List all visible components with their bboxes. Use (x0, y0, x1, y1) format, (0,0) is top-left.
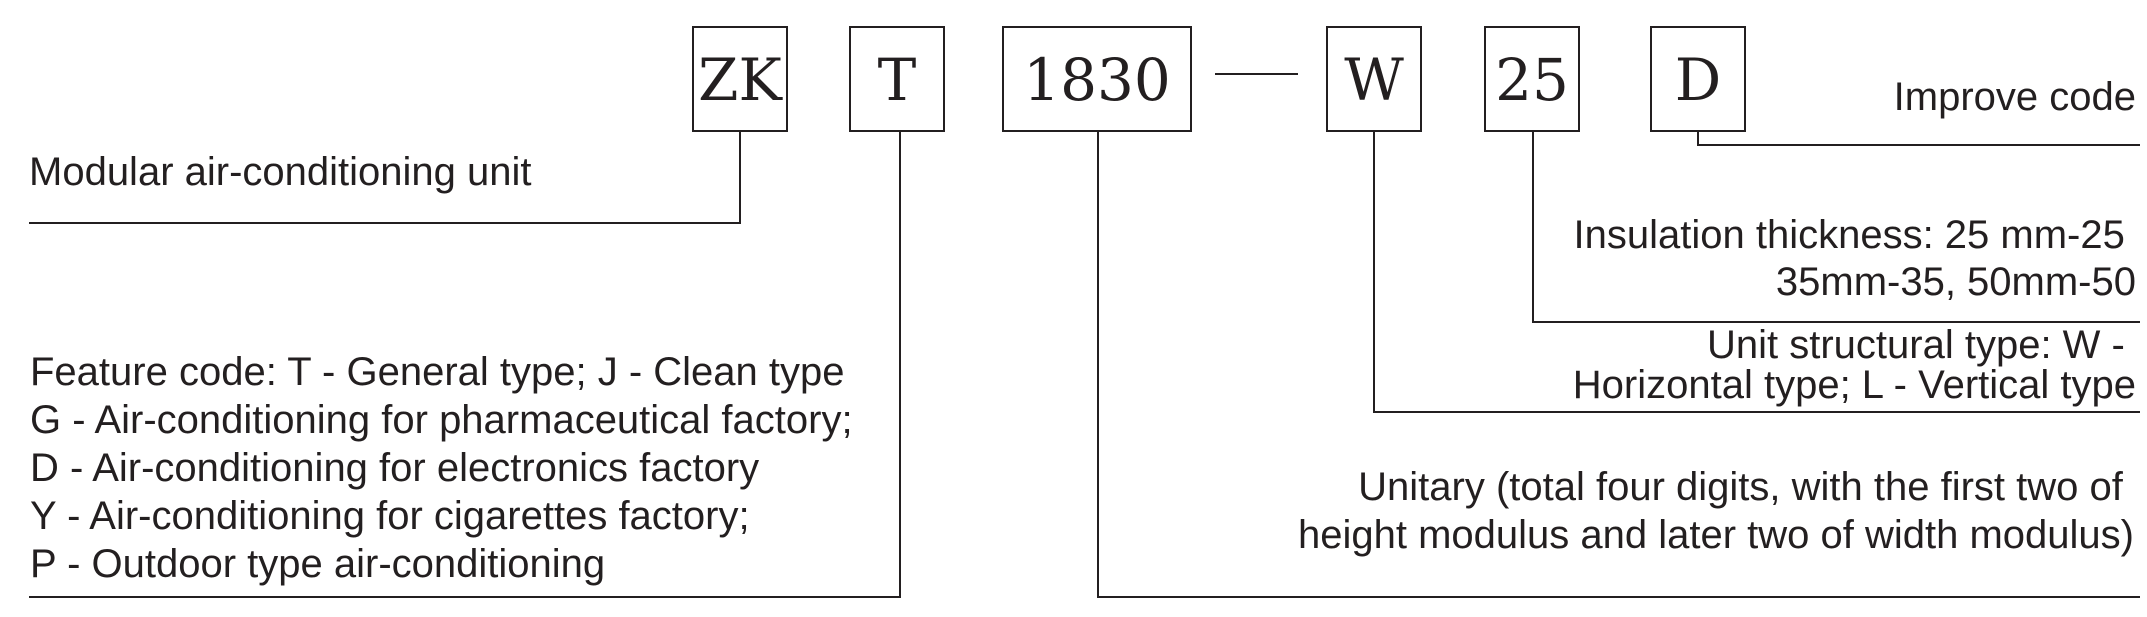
code-box-d: D (1650, 26, 1746, 132)
leader-size (1097, 131, 2140, 598)
leader-w (1373, 131, 2140, 413)
leader-t (29, 131, 901, 598)
leader-d (1697, 131, 2140, 146)
code-thickness-text: 25 (1495, 46, 1569, 114)
code-box-zk: ZK (692, 26, 788, 132)
modular-unit-label: Modular air-conditioning unit (29, 150, 532, 194)
code-box-w: W (1326, 26, 1422, 132)
code-t-text: T (878, 46, 917, 114)
code-box-size: 1830 (1002, 26, 1192, 132)
insulation-thickness-label: Insulation thickness: 25 mm-25 35mm-35, … (1574, 213, 2137, 304)
structural-type-label: Unit structural type: W - Horizontal typ… (1573, 323, 2136, 407)
code-zk-text: ZK (698, 46, 783, 114)
leader-thickness (1532, 131, 2140, 323)
code-size-text: 1830 (1023, 46, 1171, 114)
unitary-label: Unitary (total four digits, with the fir… (1298, 465, 2134, 557)
code-box-thickness: 25 (1484, 26, 1580, 132)
code-w-text: W (1344, 46, 1404, 114)
code-d-text: D (1675, 46, 1722, 114)
leader-zk (29, 131, 741, 224)
code-box-t: T (849, 26, 945, 132)
improve-code-label: Improve code (1894, 75, 2136, 119)
feature-code-label: Feature code: T - General type; J - Clea… (30, 350, 864, 586)
